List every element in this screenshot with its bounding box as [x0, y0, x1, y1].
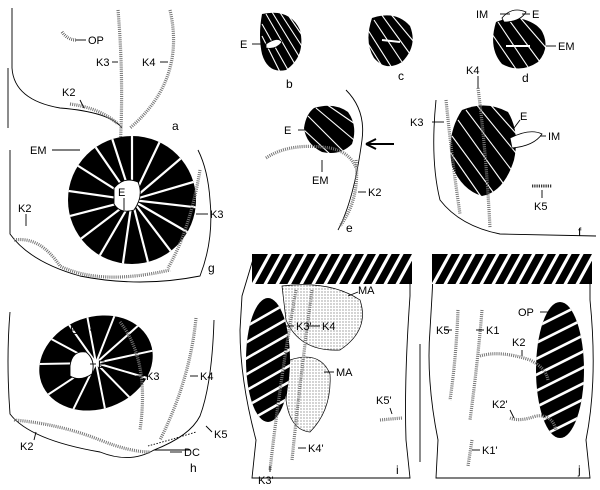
label-dc: DC	[184, 447, 200, 459]
kinety-k3	[116, 9, 124, 151]
panel-d: IM E EM d	[476, 9, 575, 85]
label-e: E	[98, 359, 105, 371]
kinety-k1-prime	[466, 439, 474, 467]
panel-e: E EM K2 e	[265, 89, 394, 235]
panel-letter-c: c	[398, 69, 404, 83]
label-k4: K4	[322, 321, 335, 333]
label-k3: K3	[146, 371, 159, 383]
kinety-k2	[479, 352, 550, 381]
label-e: E	[240, 39, 247, 51]
label-k5: K5	[534, 201, 547, 213]
adoral-membranelles	[493, 18, 546, 69]
label-k5: K5	[436, 325, 449, 337]
adoral-membranelles	[304, 105, 355, 153]
kinety-k4	[290, 289, 314, 461]
membranelle-stripes	[432, 254, 592, 284]
label-e: E	[118, 187, 125, 199]
label-k3-prime: K3'	[296, 321, 312, 333]
label-e: E	[520, 111, 527, 123]
label-k2: K2	[18, 203, 31, 215]
cell-outline	[11, 8, 123, 129]
kinety-k5	[448, 309, 460, 401]
label-k4: K4	[142, 57, 155, 69]
label-k1-prime: K1'	[482, 445, 498, 457]
membranelle-stripes	[261, 10, 305, 73]
oral-primordium	[60, 31, 77, 42]
kinety-k3	[118, 321, 145, 431]
panel-c: c	[366, 11, 415, 83]
cell-outline	[428, 255, 594, 479]
label-k3: K3	[210, 209, 223, 221]
arrow	[365, 138, 394, 150]
panel-letter-e: e	[346, 221, 353, 235]
panel-letter-d: d	[522, 71, 529, 85]
label-e: E	[284, 125, 291, 137]
panel-letter-h: h	[190, 461, 197, 475]
label-op: OP	[88, 35, 104, 47]
label-op: OP	[518, 307, 534, 319]
kinety-k4	[158, 317, 198, 441]
kinety-k2	[13, 418, 151, 454]
label-k4: K4	[466, 65, 479, 77]
panel-letter-j: j	[577, 463, 581, 477]
label-em: EM	[30, 145, 47, 157]
label-im: IM	[476, 9, 488, 21]
label-k5: K5	[214, 429, 227, 441]
label-e: E	[532, 9, 539, 21]
panel-g: EM E K2 K3 g	[9, 136, 223, 283]
label-ma-1: MA	[358, 285, 375, 297]
label-k2-prime: K2'	[492, 399, 508, 411]
label-em: EM	[558, 41, 575, 53]
panel-b: E b	[240, 10, 305, 91]
label-em: EM	[312, 175, 329, 187]
label-k1: K1	[486, 325, 499, 337]
membranelle-stripes	[252, 254, 412, 284]
label-k4-prime: K4'	[308, 443, 324, 455]
label-im: IM	[548, 131, 560, 143]
panel-f: K3 K4 E IM K5 f	[410, 65, 597, 239]
dorsal-cilia	[147, 431, 197, 447]
panel-letter-g: g	[208, 261, 215, 275]
label-em: EM	[70, 325, 87, 337]
kinety-k1	[468, 309, 484, 421]
cell-outline	[7, 311, 190, 458]
cell-outline	[9, 149, 212, 283]
label-k4: K4	[200, 371, 213, 383]
label-k3: K3	[96, 57, 109, 69]
cell-outline-right	[153, 319, 215, 451]
macronucleus-1	[281, 284, 363, 351]
opisthe-membranelles	[246, 298, 290, 422]
panel-i: MA K3' K4 MA K5' K4' K3' i	[239, 254, 421, 487]
kinety-k2	[338, 159, 359, 227]
kinety-k2-prime	[509, 414, 558, 431]
macronucleus-2	[285, 356, 331, 433]
panel-h: EM E K3 K4 K5 DC K2 h	[7, 309, 227, 475]
cell-outline	[337, 89, 364, 231]
kinety-k3	[444, 99, 462, 215]
cell-outline	[239, 255, 411, 479]
kinety-k3-prime	[268, 289, 298, 471]
cell-outline	[433, 99, 597, 237]
label-k2: K2	[368, 187, 381, 199]
label-k2: K2	[62, 87, 75, 99]
panel-letter-a: a	[172, 119, 179, 133]
panel-a: OP K3 K4 K2 a	[7, 8, 179, 151]
kinety-k5-prime	[379, 416, 403, 422]
kinety-k2	[69, 102, 120, 126]
panel-letter-f: f	[578, 225, 582, 239]
kinety-k4	[128, 9, 176, 130]
panel-letter-i: i	[396, 463, 399, 477]
label-k3: K3	[410, 117, 423, 129]
label-k2: K2	[20, 441, 33, 453]
label-k2: K2	[512, 337, 525, 349]
label-ma-2: MA	[336, 367, 353, 379]
panel-letter-b: b	[286, 77, 293, 91]
label-k5-prime: K5'	[376, 395, 392, 407]
label-k3-prime-b: K3'	[258, 475, 274, 487]
panel-j: K5 K1 OP K2 K2' K1' j	[428, 254, 594, 479]
